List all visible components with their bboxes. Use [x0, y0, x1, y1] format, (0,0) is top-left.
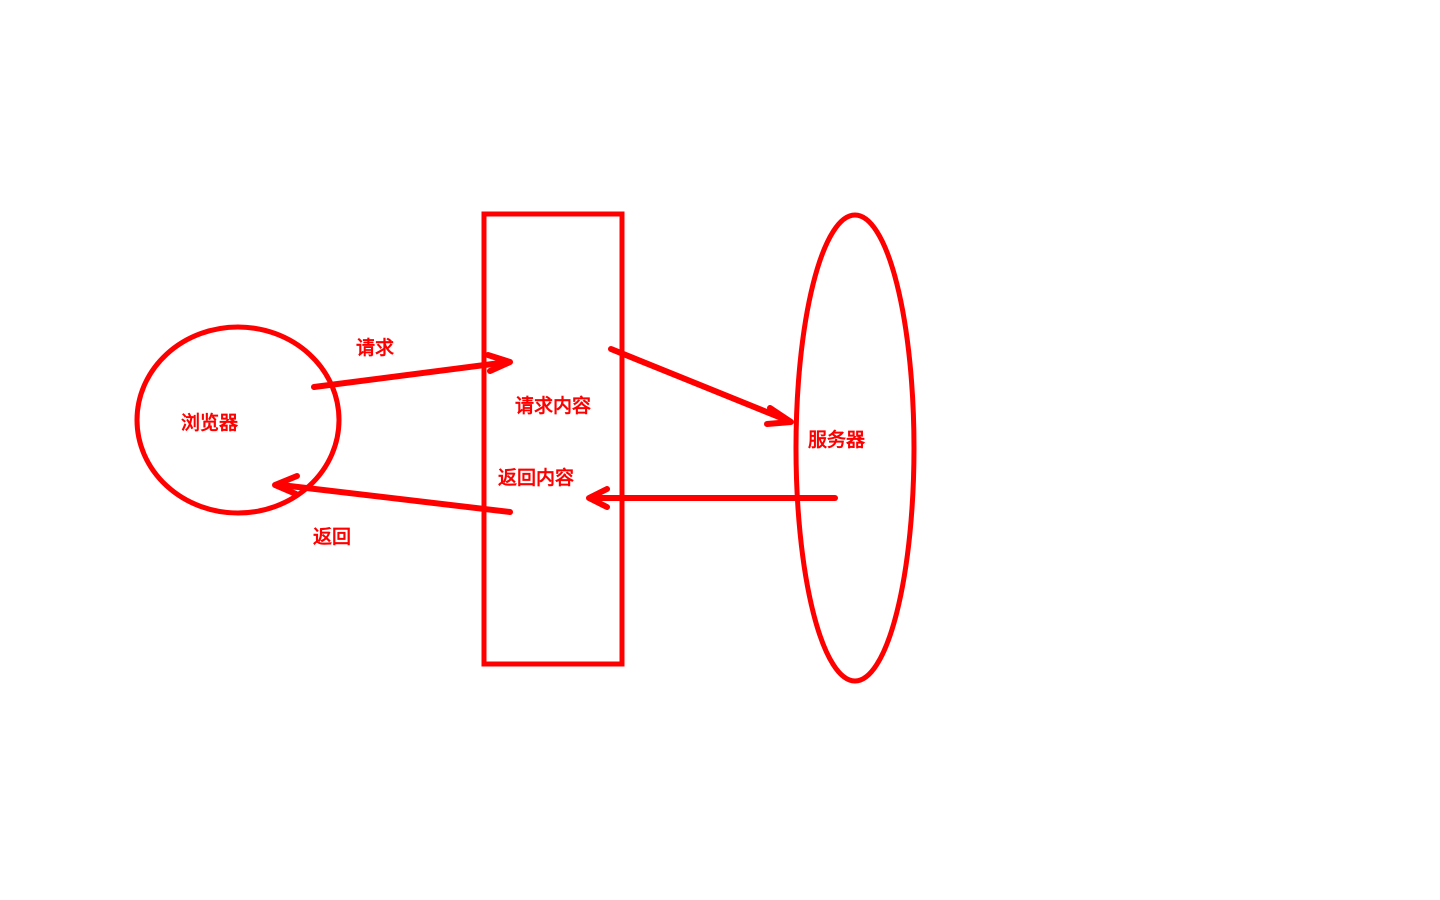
request-content-label: 请求内容	[515, 394, 591, 417]
request-forward-arrow	[608, 346, 794, 427]
request-arrow	[311, 352, 513, 390]
response-arrow	[272, 473, 513, 515]
browser-node	[134, 324, 342, 516]
response-label: 返回	[313, 526, 351, 548]
server-label: 服务器	[808, 428, 866, 451]
request-label: 请求	[356, 336, 395, 359]
response-forward-arrow	[586, 486, 838, 510]
browser-label: 浏览器	[181, 411, 239, 434]
server-node	[793, 212, 917, 684]
response-content-label: 返回内容	[498, 466, 574, 489]
middle-box-node	[481, 211, 625, 667]
